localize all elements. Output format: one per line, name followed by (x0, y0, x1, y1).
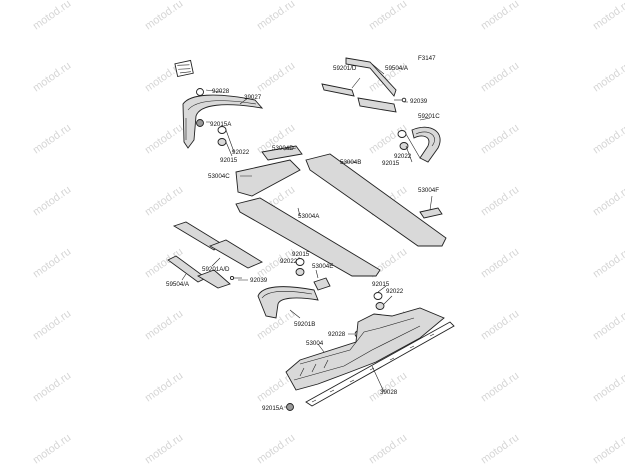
watermark-text: motod.ru (479, 60, 521, 95)
collar-92015-left-icon (217, 138, 227, 146)
washer-92022-low-icon (375, 302, 385, 310)
tray-53004 (285, 307, 445, 391)
nut-92015a-low-icon (286, 403, 294, 411)
watermark-text: motod.ru (143, 432, 185, 467)
washer-92022-mid-icon (295, 258, 305, 266)
pad-53004c-icon (235, 159, 301, 197)
watermark-text: motod.ru (591, 122, 625, 157)
watermark-text: motod.ru (367, 370, 409, 405)
label-59201b: 59201B (294, 321, 315, 328)
collar-92015-low-icon (373, 292, 383, 300)
watermark-text: motod.ru (479, 184, 521, 219)
watermark-text: motod.ru (143, 122, 185, 157)
watermark-text: motod.ru (479, 0, 521, 32)
label-92022-left: 92022 (232, 149, 250, 156)
watermark-text: motod.ru (591, 432, 625, 467)
label-92039-top: 92039 (410, 98, 428, 105)
label-92039-mid: 92039 (250, 277, 268, 284)
watermark-text: motod.ru (143, 0, 185, 32)
label-59504a-top: 59504/A (385, 65, 409, 72)
watermark-text: motod.ru (31, 184, 73, 219)
label-92015a-low: 92015A (262, 405, 284, 412)
watermark-text: motod.ru (591, 184, 625, 219)
label-92015-left: 92015 (220, 157, 238, 164)
watermark-text: motod.ru (31, 432, 73, 467)
part-labels: F3147 92028 39027 92015A 92022 92015 530… (166, 55, 440, 412)
trim-59201a-end-icon (196, 269, 231, 289)
label-92015-right: 92015 (382, 160, 400, 167)
label-92015-low: 92015 (372, 281, 390, 288)
label-59201ad: 59201A/D (202, 266, 230, 273)
label-92028-top: 92028 (212, 88, 230, 95)
watermark-text: motod.ru (31, 308, 73, 343)
watermark-text: motod.ru (479, 308, 521, 343)
watermark-text: motod.ru (31, 0, 73, 32)
label-92022-low: 92022 (386, 288, 404, 295)
pad-53004d-icon (261, 145, 303, 161)
trim-59201d-lower-icon (357, 97, 397, 113)
watermark-text: motod.ru (591, 0, 625, 32)
label-92015a-top: 92015A (210, 121, 232, 128)
label-53004a: 53004A (298, 213, 320, 220)
grab-handle-59201b (257, 286, 319, 319)
label-92022-mid: 92022 (280, 258, 298, 265)
label-53004b: 53004B (340, 159, 361, 166)
watermark-text: motod.ru (479, 432, 521, 467)
watermark-text: motod.ru (255, 60, 297, 95)
rail-39028-icon (305, 321, 455, 407)
watermark-text: motod.ru (255, 432, 297, 467)
trim-59201a-lower-icon (208, 239, 263, 269)
watermark-text: motod.ru (143, 370, 185, 405)
watermark-text: motod.ru (31, 370, 73, 405)
watermark-text: motod.ru (31, 60, 73, 95)
watermark-text: motod.ru (367, 122, 409, 157)
watermark-text: motod.ru (143, 308, 185, 343)
watermark-text: motod.ru (591, 246, 625, 281)
label-53004e: 53004E (312, 263, 333, 270)
grab-handle-39027 (182, 88, 264, 149)
label-59201c: 59201C (418, 113, 440, 120)
label-59504a-mid: 59504/A (166, 281, 190, 288)
label-92028-low: 92028 (328, 331, 346, 338)
label-92022-right: 92022 (394, 153, 412, 160)
watermark-text: motod.ru (255, 0, 297, 32)
watermark-text: motod.ru (143, 184, 185, 219)
label-39028: 39028 (380, 389, 398, 396)
figure-code: F3147 (418, 55, 436, 62)
label-53004: 53004 (306, 340, 324, 347)
watermark-text: motod.ru (367, 0, 409, 32)
bolt-92028-top-icon (196, 88, 204, 96)
watermark-text: motod.ru (591, 60, 625, 95)
label-53004d: 53004D (272, 145, 294, 152)
label-59201d-top: 59201/D (333, 65, 357, 72)
washer-92022-right-icon (397, 130, 407, 138)
pad-53004f-icon (419, 207, 443, 219)
trim-59504a-mid-icon (167, 255, 207, 283)
watermark-text: motod.ru (591, 370, 625, 405)
label-92015-mid: 92015 (292, 251, 310, 258)
grab-handle-59201c (411, 126, 441, 163)
watermark-text: motod.ru (479, 246, 521, 281)
trim-59201d-icon (321, 83, 355, 97)
collar-92015-mid-icon (295, 268, 305, 276)
front-direction-icon (174, 59, 194, 78)
watermark-text: motod.ru (591, 308, 625, 343)
label-53004f: 53004F (418, 187, 439, 194)
pad-53004b-icon (305, 153, 447, 247)
label-39027: 39027 (244, 94, 262, 101)
watermark-text: motod.ru (479, 122, 521, 157)
watermark-text: motod.ru (31, 122, 73, 157)
watermark-text: motod.ru (479, 370, 521, 405)
collar-92015-right-icon (399, 142, 409, 150)
watermark-text: motod.ru (367, 432, 409, 467)
watermark-text: motod.ru (31, 246, 73, 281)
nut-92015a-top-icon (196, 119, 204, 127)
pad-53004e-icon (313, 277, 331, 291)
label-53004c: 53004C (208, 173, 230, 180)
pad-53004a-icon (235, 197, 381, 277)
trim-59504a-icon (345, 57, 397, 97)
